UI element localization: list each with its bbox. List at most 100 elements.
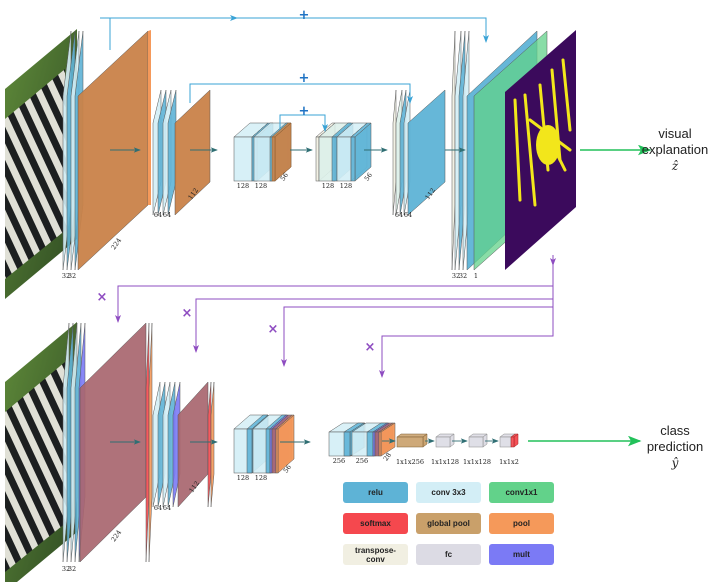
mult-operator-2: × (182, 306, 193, 321)
legend-pool-label: pool (513, 519, 530, 528)
class-prediction-label: class prediction ŷ (640, 423, 709, 471)
dim-label-bottom-4a: 256 (333, 457, 345, 465)
dim-label-top-2b: 64 (163, 211, 171, 219)
dim-label-bottom-3b: 128 (255, 474, 267, 482)
classifier-block-4 (328, 422, 396, 457)
decoder-block-1-tconv (451, 30, 456, 271)
classifier-block-3-pool-front (275, 428, 279, 474)
classifier-head (396, 433, 519, 448)
mult-operator-1: × (97, 290, 108, 305)
add-operator-1: + (299, 8, 310, 23)
global-pool-layer-top (396, 433, 428, 438)
classifier-block-2-pool-edge (210, 381, 215, 508)
head-label-1: 1x1x256 (396, 458, 424, 466)
decoder-block-3-conv-b-front (336, 136, 352, 182)
head-label-3: 1x1x128 (463, 458, 491, 466)
decoder-block-3-relu-b-front (350, 136, 356, 182)
legend-conv1x1-label: conv1x1 (505, 488, 538, 497)
legend: relu conv 3x3 conv1x1 softmax global poo… (343, 482, 555, 565)
dim-label-top-3a: 128 (237, 182, 249, 190)
mult-connection-2 (193, 286, 554, 353)
legend-conv1x1: conv1x1 (489, 482, 554, 503)
input-image-bottom-zebra (5, 362, 67, 572)
dim-label-top-4b: 128 (340, 182, 352, 190)
classifier-block-4-relu-b-front (366, 431, 374, 457)
legend-mult-label: mult (513, 550, 530, 559)
legend-conv3x3: conv 3x3 (416, 482, 481, 503)
dim-label-bottom-1b: 32 (68, 565, 76, 573)
legend-fc-label: fc (444, 550, 453, 559)
encoder-block-1-pool-edge (148, 30, 151, 205)
classifier-block-3-mult-out-front (271, 428, 277, 474)
heatmap-blob (536, 125, 560, 165)
dim-label-top-1a: 32 (62, 272, 70, 280)
legend-relu-label: relu (368, 488, 383, 497)
encoder-block-1 (62, 30, 151, 271)
classifier-block-3-relu-a-front (246, 428, 253, 474)
legend-global-pool: global pool (416, 513, 481, 534)
mult-operator-3: × (268, 322, 279, 337)
decoder-block-3 (315, 122, 372, 182)
decoder-block-2-tconv (392, 89, 397, 216)
classifier-block-1-pool-edge (148, 322, 153, 563)
classifier-block-3 (233, 414, 295, 474)
side-label-top-3: 56 (279, 171, 290, 182)
classifier-block-4-relu-a-front (343, 431, 351, 457)
dim-label-bottom-2b: 64 (163, 504, 171, 512)
skip-add-connection-3 (279, 114, 328, 132)
dim-label-top-6c: 1 (474, 272, 478, 280)
dim-label-top-2a: 64 (154, 211, 162, 219)
dim-label-top-6b: 32 (459, 272, 467, 280)
legend-relu: relu (343, 482, 408, 503)
classifier-block-1-mult (79, 322, 147, 563)
legend-fc: fc (416, 544, 481, 565)
fc-softmax-layer-front (499, 436, 512, 448)
classifier-block-1 (62, 322, 153, 563)
fc-layer-2-front (468, 436, 484, 448)
encoder-block-3-pool-front (271, 136, 276, 182)
side-label-top-4: 56 (363, 171, 374, 182)
mult-connection-3 (281, 299, 554, 367)
heatmap-stripe (513, 98, 522, 202)
legend-pool: pool (489, 513, 554, 534)
legend-softmax: softmax (343, 513, 408, 534)
heatmap-stripe (561, 58, 572, 132)
add-operator-2: + (299, 71, 310, 86)
classifier-block-4-mult-front (372, 431, 376, 457)
side-label-bottom-4: 28 (382, 451, 393, 462)
legend-transpose-conv-label: transpose-conv (355, 545, 396, 564)
classifier-block-3-mult-front (269, 428, 273, 474)
classifier-block-4-pool-front (378, 431, 382, 457)
dim-label-top-5a: 64 (395, 211, 403, 219)
fc-layer-1-front (435, 436, 451, 448)
classifier-block-2-softmax-edge (207, 381, 212, 508)
heatmap-stripe (523, 93, 537, 207)
decoder-block-3-relu-a-front (331, 136, 338, 182)
class-prediction-line1: class (660, 423, 690, 438)
mult-connection-4 (379, 307, 554, 378)
visual-explanation-line1: visual (658, 126, 692, 141)
dim-label-top-6a: 32 (452, 272, 460, 280)
visual-explanation-line2: explanation (641, 142, 709, 157)
visual-explanation-symbol: ẑ (671, 159, 679, 173)
encoder-block-2-pool (174, 89, 211, 216)
input-image-top-zebra (5, 69, 67, 279)
decoder-block-2-relu (407, 89, 446, 216)
dim-label-top-5b: 64 (404, 211, 412, 219)
head-label-2: 1x1x128 (431, 458, 459, 466)
encoder-block-1-pool (77, 30, 149, 271)
class-prediction-line2: prediction (646, 439, 704, 454)
encoder-block-2 (152, 89, 211, 216)
visual-explanation-heatmap (505, 30, 576, 270)
dim-label-bottom-3a: 128 (237, 474, 249, 482)
dim-label-top-1b: 32 (68, 272, 76, 280)
fc-softmax-softmax-front (510, 436, 515, 448)
mult-operator-4: × (365, 340, 376, 355)
add-operator-3: + (299, 104, 310, 119)
visual-explanation-label: visual explanation ẑ (640, 126, 709, 174)
global-pool-layer-front (396, 436, 424, 448)
decoder-block-3-tconv-front (315, 136, 320, 182)
dim-label-bottom-2a: 64 (154, 504, 162, 512)
side-label-bottom-3: 56 (282, 463, 293, 474)
encoder-block-3-conv-b-front (253, 136, 273, 182)
